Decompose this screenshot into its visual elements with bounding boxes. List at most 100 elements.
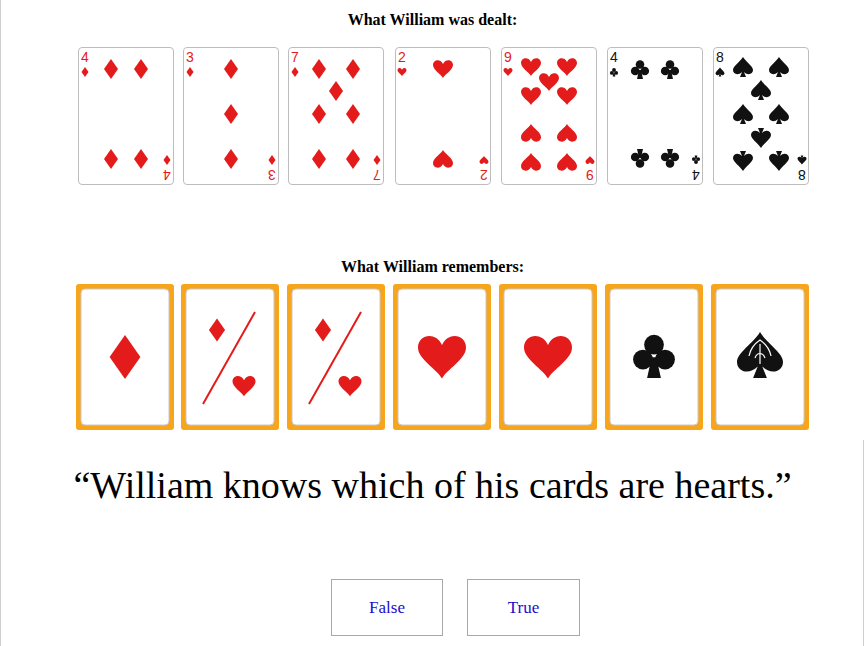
- card-pips: [610, 60, 700, 168]
- spade-pip: [751, 128, 771, 148]
- diamond-symbol: [315, 319, 331, 342]
- card-frame: [499, 284, 597, 430]
- corner-suit: [187, 67, 194, 77]
- corner-suit: [692, 156, 700, 164]
- heart-symbol: [233, 376, 256, 396]
- card-rank: 4: [163, 167, 171, 182]
- card-rank: 8: [798, 167, 806, 182]
- diamond-pip: [224, 59, 238, 79]
- card-pips: [504, 58, 595, 170]
- card-rank: 8: [716, 50, 724, 65]
- spade-pip: [751, 80, 771, 100]
- remembered-card: [76, 284, 174, 430]
- corner-suit: [82, 67, 89, 77]
- heart-pip: [557, 153, 577, 171]
- diamond-pip: [312, 104, 326, 124]
- diamond-pip: [104, 149, 118, 169]
- heart-pip: [521, 124, 541, 142]
- corner-suit: [798, 156, 807, 165]
- spade-pip: [769, 104, 789, 124]
- remembered-card: [605, 284, 703, 430]
- card-rank: 3: [186, 50, 194, 65]
- heart-pip: [521, 153, 541, 171]
- card-face: [186, 289, 274, 425]
- spade-symbol: [737, 332, 783, 378]
- heart-symbol: [524, 336, 572, 378]
- playing-card: 44: [78, 47, 174, 185]
- playing-card: 33: [183, 47, 279, 185]
- button-label: True: [508, 598, 540, 618]
- card-face: [292, 289, 380, 425]
- card-rank: 4: [610, 50, 618, 65]
- heart-symbol: [339, 376, 362, 396]
- page-edge: [863, 440, 864, 646]
- club-pip: [661, 149, 679, 168]
- card-frame: [181, 284, 279, 430]
- heart-pip: [521, 87, 541, 105]
- answer-button: True: [467, 579, 580, 636]
- playing-card: 88: [713, 47, 809, 185]
- playing-card: 22: [395, 47, 491, 185]
- card-frame: [76, 284, 174, 430]
- club-pip: [631, 60, 649, 79]
- diamond-symbol: [110, 335, 141, 379]
- club-pip: [631, 149, 649, 168]
- button-label: False: [369, 598, 405, 618]
- answer-button: False: [331, 579, 443, 636]
- club-symbol: [633, 335, 675, 378]
- playing-card: 44: [607, 47, 703, 185]
- heart-pip: [557, 124, 577, 142]
- corner-suit: [269, 155, 276, 165]
- statement: “William knows which of his cards are he…: [0, 463, 865, 507]
- card-face: [398, 289, 486, 425]
- diamond-pip: [346, 104, 360, 124]
- card-face: [81, 289, 169, 425]
- heart-pip: [433, 150, 453, 168]
- heart-pip: [557, 87, 577, 105]
- diamond-pip: [224, 104, 238, 124]
- card-rank: 3: [268, 167, 276, 182]
- heart-pip: [539, 73, 559, 91]
- heart-pip: [433, 60, 453, 78]
- corner-suit: [164, 155, 171, 165]
- diamond-pip: [329, 81, 343, 101]
- playing-card: 99: [501, 47, 597, 185]
- card-pips: [292, 59, 381, 169]
- club-pip: [661, 60, 679, 79]
- card-face: [610, 289, 698, 425]
- card-rank: 7: [373, 167, 381, 182]
- card-rank: 2: [480, 167, 488, 182]
- remembered-card: [499, 284, 597, 430]
- diamond-pip: [346, 59, 360, 79]
- card-frame: [393, 284, 491, 430]
- corner-suit: [586, 156, 595, 164]
- card-rank: 9: [504, 50, 512, 65]
- diamond-pip: [312, 149, 326, 169]
- card-pips: [716, 57, 807, 171]
- split-line: [309, 312, 361, 404]
- page-edge: [0, 0, 1, 646]
- diamond-pip: [134, 59, 148, 79]
- diamond-pip: [346, 149, 360, 169]
- spade-ornament: [749, 340, 771, 364]
- remembered-card: [393, 284, 491, 430]
- spade-pip: [769, 151, 789, 171]
- remembered-card: [711, 284, 809, 430]
- card-frame: [287, 284, 385, 430]
- diamond-pip: [312, 59, 326, 79]
- section-heading: What William remembers:: [0, 258, 865, 276]
- corner-suit: [292, 67, 299, 77]
- card-pips: [187, 59, 276, 169]
- spade-pip: [733, 57, 753, 77]
- heart-pip: [521, 58, 541, 76]
- diamond-pip: [224, 149, 238, 169]
- spade-pip: [769, 57, 789, 77]
- corner-suit: [480, 156, 489, 164]
- heart-pip: [557, 58, 577, 76]
- split-line: [203, 312, 255, 404]
- card-frame: [605, 284, 703, 430]
- card-frame: [711, 284, 809, 430]
- corner-suit: [398, 68, 407, 76]
- spade-pip: [733, 151, 753, 171]
